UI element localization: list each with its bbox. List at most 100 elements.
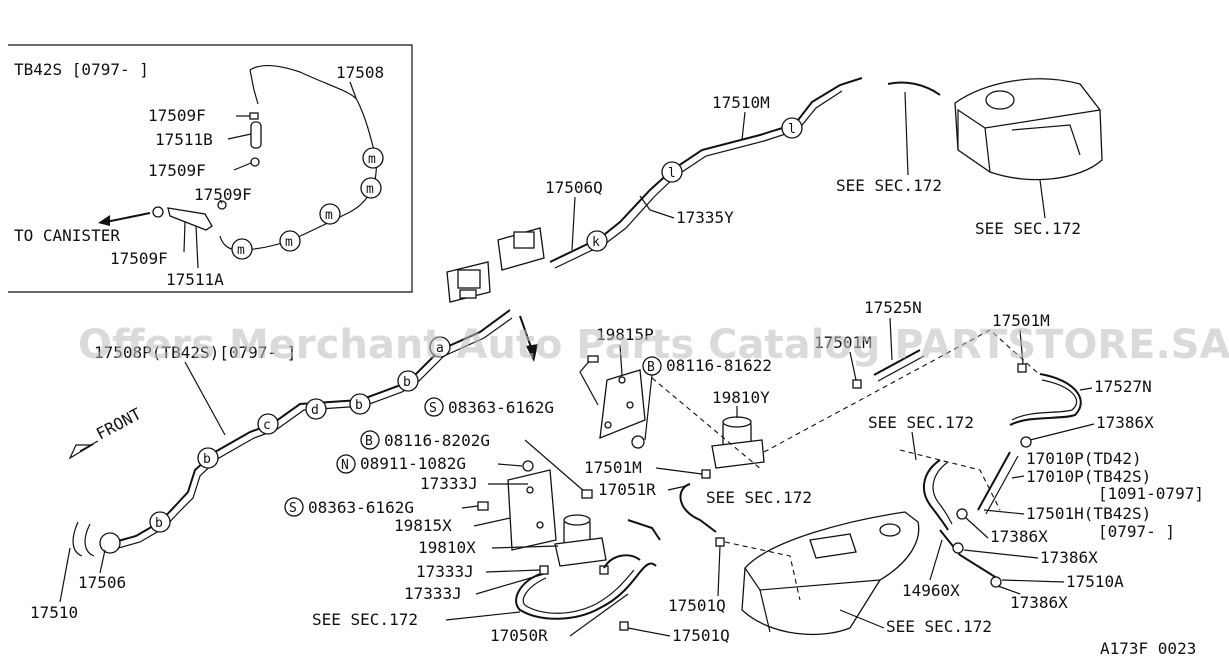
to-canister-arrow [98, 215, 110, 226]
label-see-sec172-c: SEE SEC.172 [312, 610, 418, 629]
marker-l-2 [661, 161, 683, 183]
label-17050r: 17050R [490, 626, 548, 645]
label-19810x: 19810X [418, 538, 476, 557]
tube-end-17510 [72, 521, 83, 557]
clip-17501m-mid [701, 469, 711, 479]
hose-17010p [977, 451, 1011, 511]
label-see-sec172-a: SEE SEC.172 [836, 176, 942, 195]
clamp-17386x-d [990, 576, 1002, 588]
svg-text:l: l [668, 166, 676, 181]
clip-17501q-b [715, 537, 725, 547]
svg-text:l: l [788, 122, 796, 137]
inset-hose-end [249, 69, 259, 105]
svg-text:S: S [289, 501, 297, 516]
clip-17509f-d [152, 206, 164, 218]
hose-17510a [939, 529, 1001, 581]
bracket-19815x [507, 469, 557, 551]
svg-text:m: m [366, 182, 374, 197]
callout-n-08911-1082g: N 08911-1082G [336, 454, 523, 474]
label-front: FRONT [93, 404, 145, 444]
svg-text:m: m [368, 152, 376, 167]
label-17333j-c: 17333J [404, 584, 462, 603]
bolt-08116-81622 [631, 435, 645, 449]
inset-hose-17508 [219, 64, 377, 251]
clip-17501m-top [852, 379, 862, 389]
bolt-08363-a [587, 355, 599, 363]
label-17386x-c: 17386X [1040, 548, 1098, 567]
label-08911-1082g: 08911-1082G [360, 454, 466, 473]
label-17510m: 17510M [712, 93, 770, 112]
svg-text:m: m [325, 208, 333, 223]
clip-circle-17506 [99, 532, 121, 554]
callout-s-08363-a: S 08363-6162G [424, 357, 599, 417]
svg-text:b: b [403, 375, 411, 390]
label-see-sec172-d: SEE SEC.172 [706, 488, 812, 507]
nut-08911-1082g [522, 460, 534, 472]
inset-frame [8, 44, 413, 293]
label-17010p-td42: 17010P(TD42) [1026, 449, 1142, 468]
label-17501m-top: 17501M [814, 333, 872, 352]
hose-17511b [250, 121, 262, 149]
fuel-tank-upper [954, 78, 1103, 181]
marker-b-4 [149, 511, 171, 533]
bracket-19815p [599, 369, 646, 440]
label-17386x-b: 17386X [990, 527, 1048, 546]
svg-text:B: B [365, 434, 373, 449]
filler-neck [922, 459, 949, 531]
watermark: Offers Merchant Auto Parts Catalog PARTS… [78, 322, 1229, 368]
filler-hose-top [887, 81, 941, 96]
bracket-upper-a [497, 227, 545, 271]
label-17501h-range: [0797- ] [1098, 522, 1175, 541]
label-19810y: 19810Y [712, 388, 770, 407]
svg-text:b: b [155, 516, 163, 531]
label-08363-6162g-b: 08363-6162G [308, 498, 414, 517]
label-17527n: 17527N [1094, 377, 1152, 396]
label-17511a: 17511A [166, 270, 224, 289]
label-17510: 17510 [30, 603, 78, 622]
inset-m-markers: m m m m m [231, 147, 384, 260]
label-17501h: 17501H(TB42S) [1026, 504, 1151, 523]
svg-text:B: B [647, 360, 655, 375]
marker-b-2 [349, 393, 371, 415]
marker-a [429, 336, 451, 358]
callout-b-08116-8202g: B 08116-8202G [360, 430, 586, 493]
label-17010p-range: [1091-0797] [1098, 484, 1204, 503]
label-17509f-d: 17509F [110, 249, 168, 268]
bolt-08363-b [477, 501, 489, 511]
label-17510a: 17510A [1066, 572, 1124, 591]
clip-17509f-b [250, 157, 260, 167]
callout-b-08116-81622: B 08116-81622 [642, 356, 772, 441]
label-17501m-mid: 17501M [584, 458, 642, 477]
svg-text:d: d [311, 403, 319, 418]
clamp-17386x-a [1020, 436, 1032, 448]
marker-l-1 [781, 117, 803, 139]
label-17506: 17506 [78, 573, 126, 592]
dashed-link-lower [651, 377, 763, 471]
label-17333j-a: 17333J [420, 474, 478, 493]
svg-text:a: a [436, 341, 444, 356]
hose-17050r [515, 562, 657, 620]
clip-17333j-c [599, 565, 609, 575]
inset-tb42s: TB42S [0797- ] 17508 m m m m m 17509F 17… [8, 44, 413, 293]
marker-b-3 [197, 447, 219, 469]
label-17508: 17508 [336, 63, 384, 82]
clamp-17386x-b [956, 508, 968, 520]
dashed-link-tank [724, 541, 801, 601]
svg-text:m: m [237, 243, 245, 258]
front-indicator: FRONT [68, 404, 145, 460]
label-14960x: 14960X [902, 581, 960, 600]
hose-17527n [1009, 373, 1082, 426]
marker-d [305, 398, 327, 420]
svg-text:c: c [263, 418, 271, 433]
clip-17509f-a [249, 112, 259, 120]
label-17335y: 17335Y [676, 208, 734, 227]
valve-19810y [711, 416, 765, 469]
marker-b-1 [397, 370, 419, 392]
label-17386x-d: 17386X [1010, 593, 1068, 612]
hose-17525n [873, 349, 921, 376]
label-17010p-tb42s: 17010P(TB42S) [1026, 467, 1151, 486]
label-08363-6162g-a: 08363-6162G [448, 398, 554, 417]
direction-arrow [526, 344, 538, 362]
clip-17501q-a [619, 621, 629, 631]
